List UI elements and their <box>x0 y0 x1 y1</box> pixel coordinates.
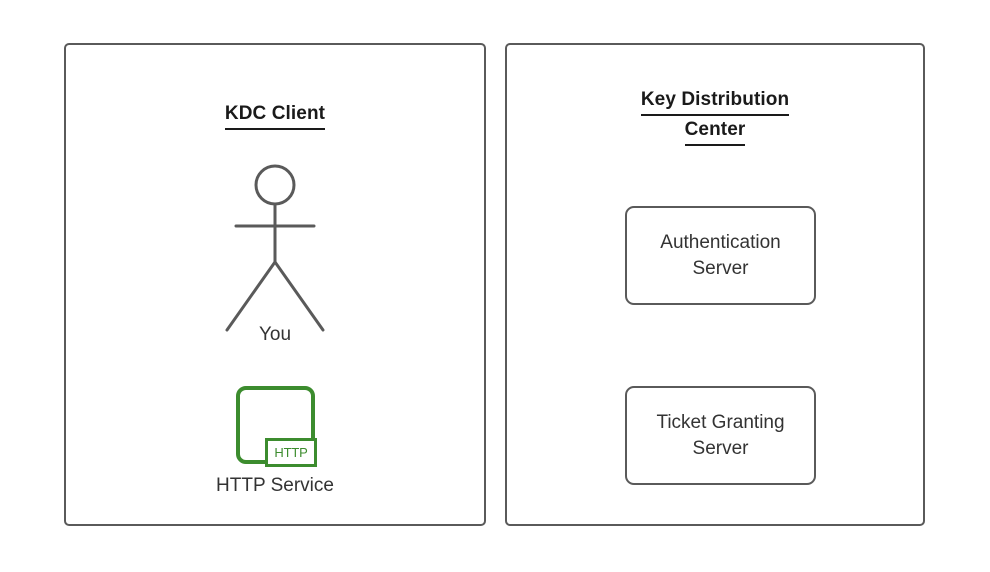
stick-figure-person-icon <box>225 164 325 332</box>
authentication-server-label-line2: Server <box>692 257 749 279</box>
http-icon-badge-text: HTTP <box>274 445 308 460</box>
kdc-title-line2: Center <box>684 116 746 146</box>
authentication-server-box: Authentication Server <box>625 206 816 305</box>
kdc-title-line1: Key Distribution <box>640 86 790 116</box>
ticket-granting-server-label-line2: Server <box>692 437 749 459</box>
key-distribution-center-title: Key Distribution Center <box>505 86 925 146</box>
http-icon-badge: HTTP <box>265 438 317 467</box>
http-service-label: HTTP Service <box>216 475 334 496</box>
ticket-granting-server-box: Ticket Granting Server <box>625 386 816 485</box>
kdc-client-title-line1: KDC Client <box>224 100 326 130</box>
actor-label-you: You <box>258 324 292 345</box>
kdc-client-title: KDC Client <box>64 100 486 130</box>
ticket-granting-server-label-line1: Ticket Granting <box>656 411 785 433</box>
http-service-icon: HTTP <box>234 384 320 468</box>
authentication-server-label-line1: Authentication <box>660 231 781 253</box>
